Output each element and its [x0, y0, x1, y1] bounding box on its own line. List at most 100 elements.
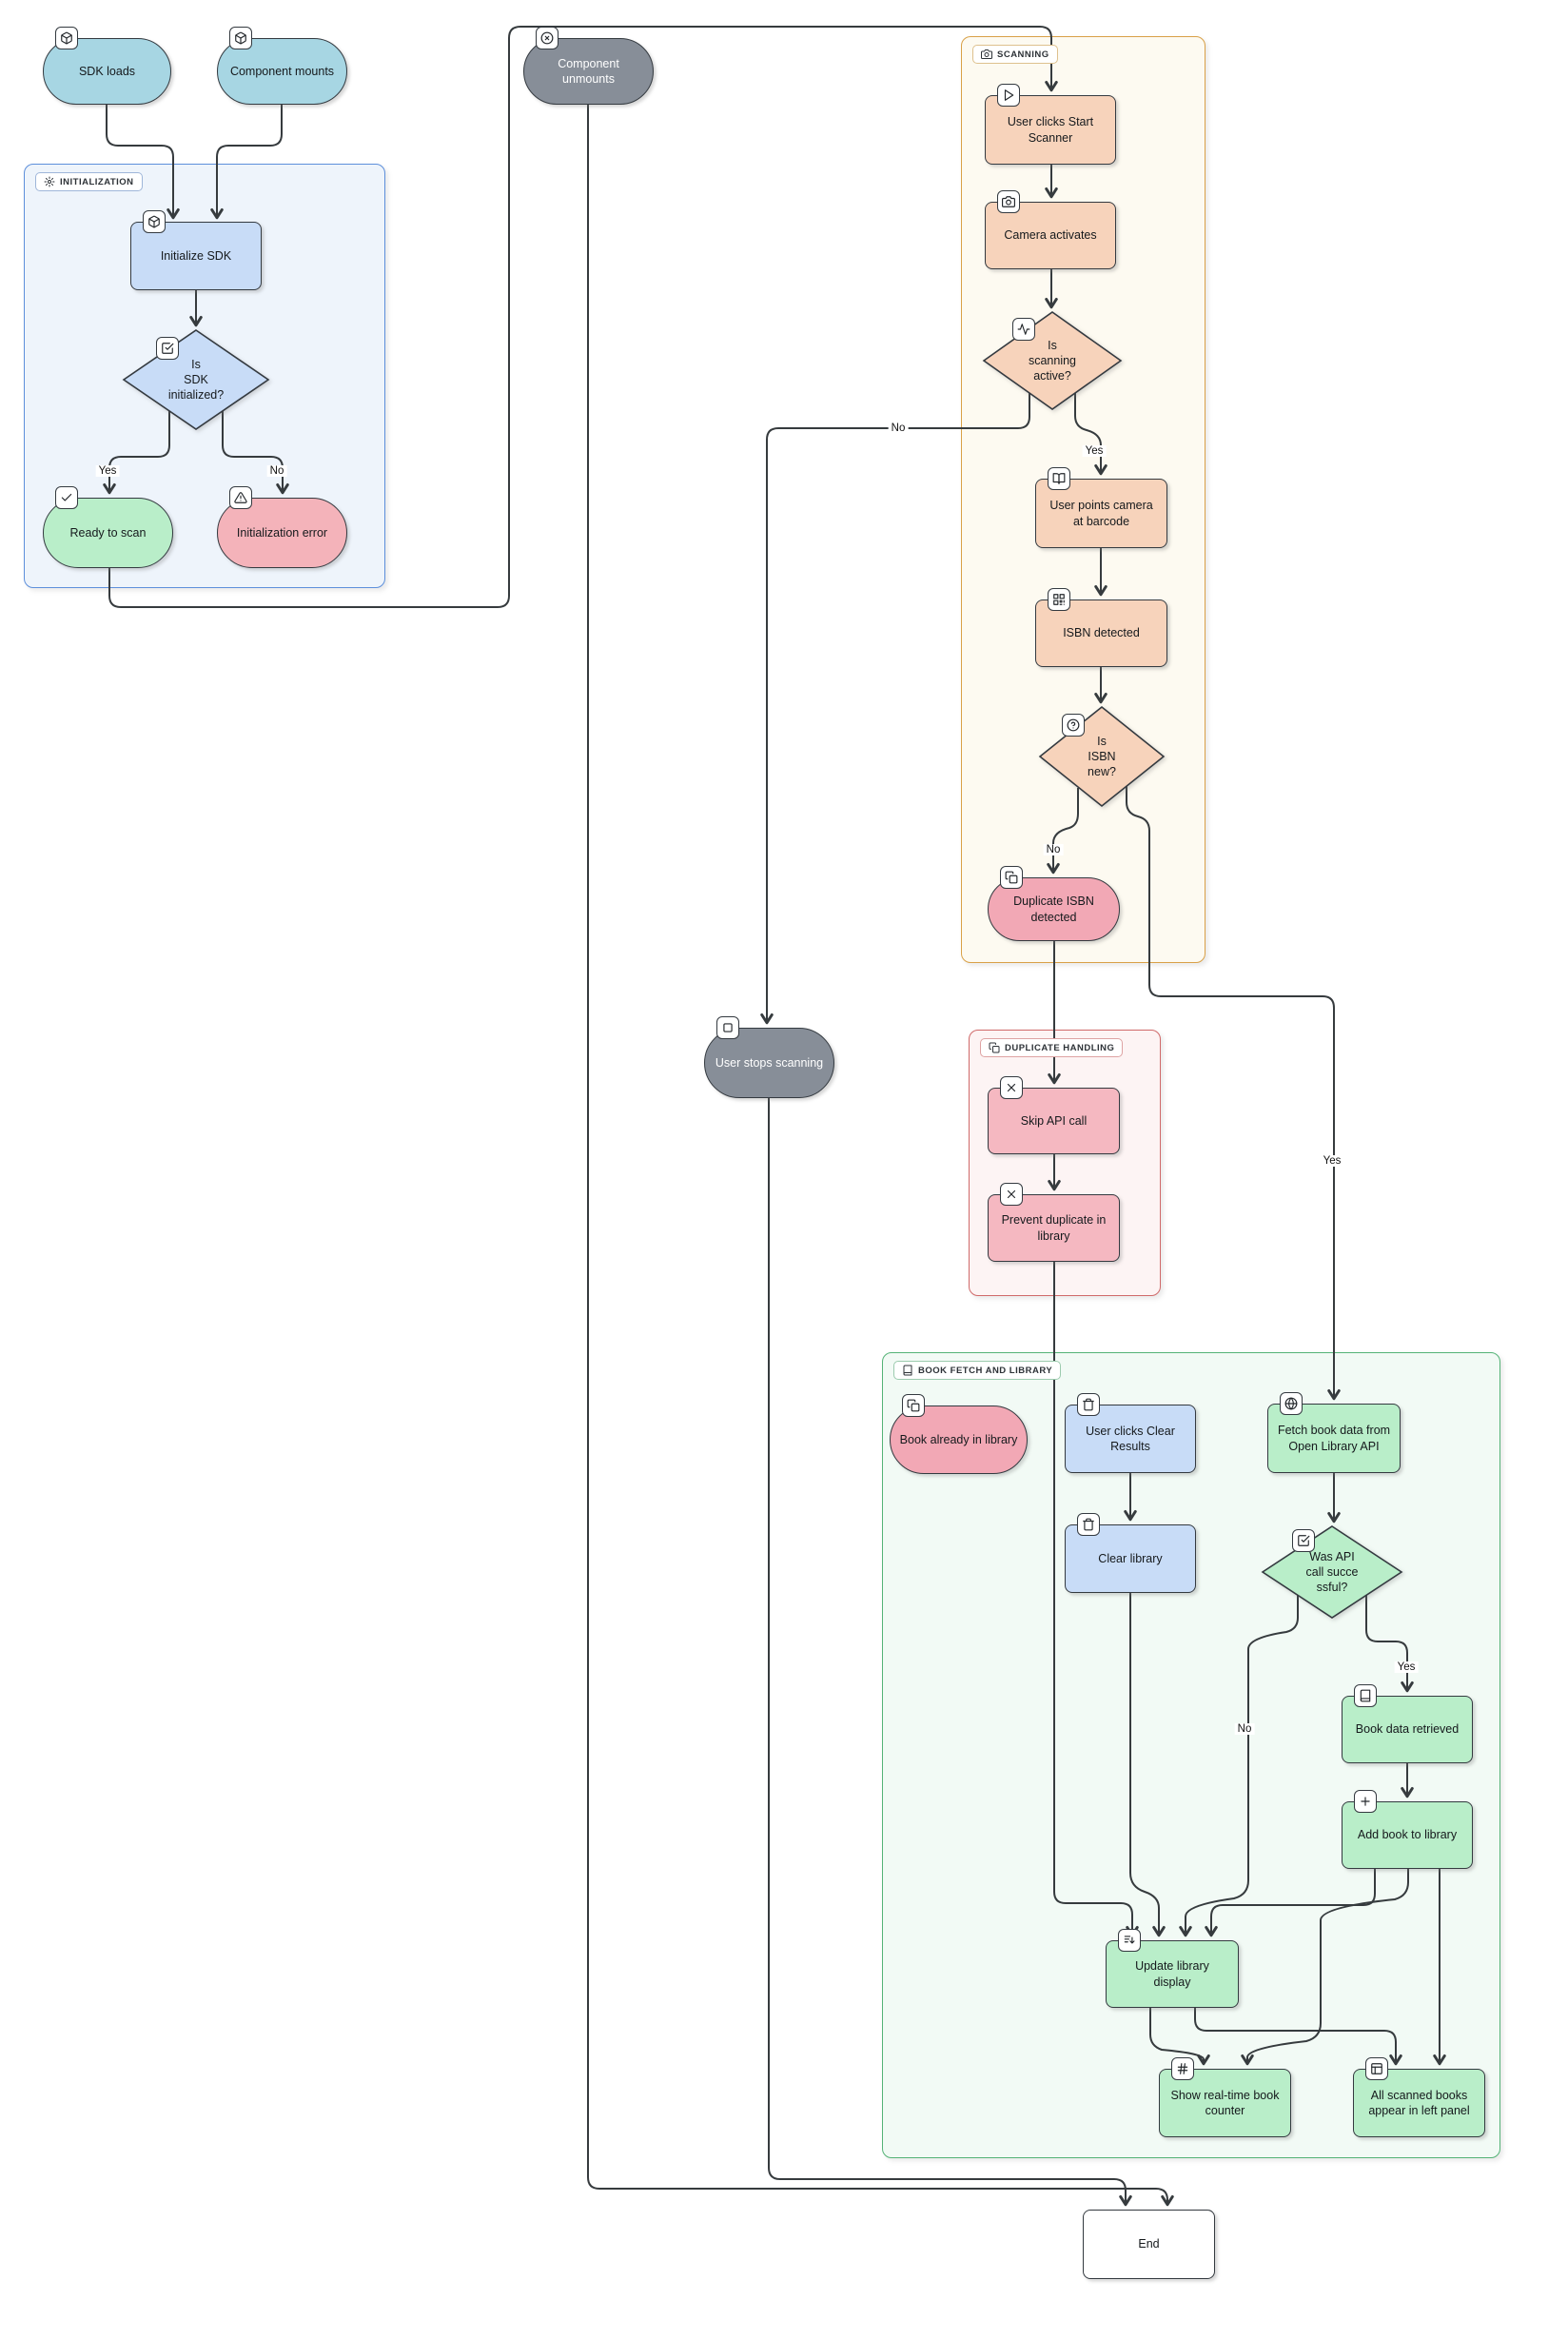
alert-triangle-icon [234, 492, 247, 503]
edge-component-unmounts--end [587, 105, 1174, 2207]
stop-icon [723, 1023, 733, 1032]
edge-update-display--left-panel [1194, 2008, 1402, 2066]
book-icon [903, 1365, 912, 1376]
package-icon [235, 31, 246, 45]
node-label: ISBN detected [1063, 626, 1140, 640]
edge-add-book--show-counter [1241, 1869, 1409, 2066]
node-label-line: Is [1048, 338, 1057, 352]
edge-component-mounts--initialize-sdk [210, 105, 283, 220]
package-icon-badge [143, 210, 166, 233]
book-open-icon [1052, 473, 1066, 484]
check-square-icon [162, 343, 174, 354]
edge-is-sdk-initialized--ready-to-scan [103, 411, 170, 495]
node-label: Book data retrieved [1355, 1722, 1460, 1737]
node-fetch-book-data: Fetch book data from Open Library API [1267, 1404, 1401, 1473]
copy-icon-badge [902, 1394, 925, 1417]
node-book-already-in-library: Book already in library [890, 1405, 1028, 1474]
qr-code-icon [1053, 594, 1065, 605]
node-add-book-to-library: Add book to library [1342, 1801, 1473, 1869]
node-camera-activates: Camera activates [985, 202, 1116, 269]
plus-icon-badge [1354, 1790, 1377, 1813]
hash-icon-badge [1171, 2057, 1194, 2080]
section-title: INITIALIZATION [60, 176, 134, 187]
section-label-duplicate-handling: DUPLICATE HANDLING [980, 1038, 1124, 1057]
node-label-line: ISBN [1088, 749, 1116, 763]
node-label: Component unmounts [558, 56, 619, 87]
book-open-icon-badge [1048, 467, 1070, 490]
node-end: End [1083, 2210, 1215, 2279]
edge-label-no: No [1043, 844, 1064, 855]
package-icon-badge [229, 27, 252, 49]
copy-icon [1005, 871, 1018, 884]
check-square-icon-badge [1292, 1529, 1315, 1552]
node-label: Update library display [1135, 1959, 1209, 1989]
edge-label-no: No [266, 465, 287, 477]
node-label-line: Is [191, 357, 201, 371]
camera-icon-badge [997, 190, 1020, 213]
x-circle-icon-badge [536, 27, 559, 49]
node-label: Initialization error [236, 525, 328, 540]
edge-label-no: No [888, 423, 909, 434]
node-label-line: scanning [1028, 353, 1077, 367]
node-label: Clear library [1098, 1551, 1163, 1565]
node-ready-to-scan: Ready to scan [43, 498, 173, 568]
trash-icon-badge [1077, 1513, 1100, 1536]
edge-was-api--book-data-retrieved [1365, 1595, 1414, 1693]
edge-sdk-loads--initialize-sdk [106, 105, 180, 220]
node-label: Prevent duplicate in library [1001, 1213, 1107, 1243]
node-all-scanned-books-left-panel: All scanned books appear in left panel [1353, 2069, 1485, 2137]
node-label: End [1138, 2237, 1160, 2251]
activity-icon [1017, 324, 1030, 335]
section-title: SCANNING [997, 49, 1049, 60]
x-circle-icon [540, 31, 554, 45]
edge-ready-to-scan--user-clicks-start-scanner [108, 26, 1058, 608]
x-icon [1007, 1083, 1016, 1092]
section-title: BOOK FETCH AND LIBRARY [918, 1365, 1053, 1376]
node-label: Ready to scan [69, 525, 147, 540]
node-label: Camera activates [1004, 228, 1097, 243]
package-icon [61, 31, 72, 45]
book-icon [1360, 1689, 1371, 1702]
layout-icon-badge [1365, 2057, 1388, 2080]
edge-prevent-duplicate--update-library-display [1053, 1262, 1139, 1937]
help-circle-icon [1067, 718, 1080, 732]
node-clear-library: Clear library [1065, 1524, 1196, 1593]
section-label-book-fetch-and-library: BOOK FETCH AND LIBRARY [893, 1361, 1062, 1380]
hash-icon [1177, 2063, 1188, 2074]
node-user-clicks-start-scanner: User clicks Start Scanner [985, 95, 1116, 165]
node-label: Component mounts [229, 64, 335, 78]
node-label: Skip API call [1020, 1113, 1088, 1128]
camera-icon [981, 49, 992, 59]
node-label: Add book to library [1357, 1828, 1458, 1842]
node-user-stops-scanning: User stops scanning [704, 1028, 834, 1098]
check-icon-badge [55, 486, 78, 509]
x-icon-badge [1000, 1183, 1023, 1206]
node-label-line: initialized? [167, 388, 225, 403]
check-square-icon-badge [156, 337, 179, 360]
stop-icon-badge [716, 1016, 739, 1039]
node-initialize-sdk: Initialize SDK [130, 222, 262, 290]
gear-icon [44, 176, 55, 187]
alert-triangle-icon-badge [229, 486, 252, 509]
edge-update-display--show-counter [1149, 2008, 1210, 2066]
node-user-points-camera-at-barcode: User points camera at barcode [1035, 479, 1167, 548]
edge-user-stops-scanning--end [768, 1098, 1132, 2207]
node-label: User stops scanning [715, 1055, 824, 1070]
edge-label-yes: Yes [1082, 445, 1107, 457]
check-square-icon [1298, 1535, 1310, 1546]
node-label-line: SDK [184, 372, 208, 386]
x-icon-badge [1000, 1076, 1023, 1099]
node-user-clicks-clear-results: User clicks Clear Results [1065, 1405, 1196, 1473]
node-label: Show real-time book counter [1170, 2088, 1280, 2118]
node-label-line: call succe [1305, 1564, 1359, 1579]
help-circle-icon-badge [1062, 714, 1085, 737]
activity-icon-badge [1012, 318, 1035, 341]
layout-icon [1371, 2063, 1382, 2074]
